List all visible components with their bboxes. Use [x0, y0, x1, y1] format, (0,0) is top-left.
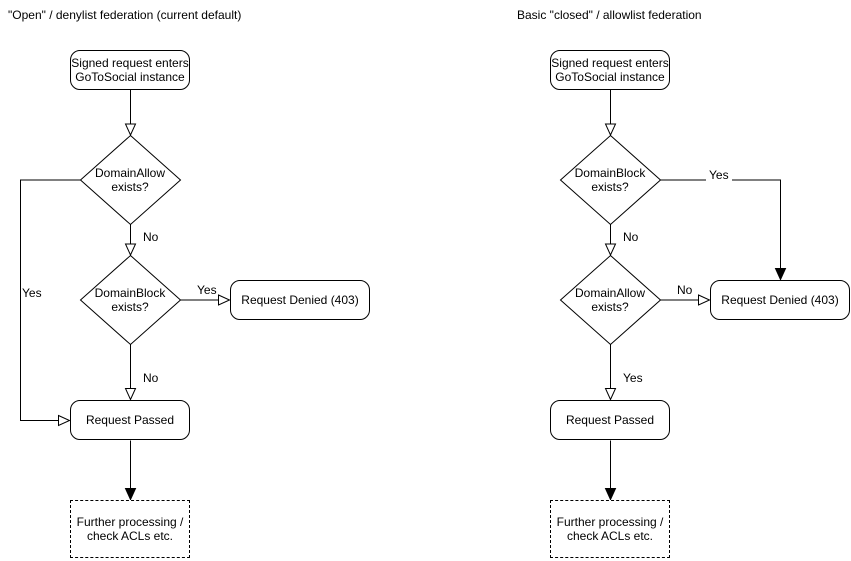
- right-blockcheck-yes-label: Yes: [706, 169, 732, 181]
- right-blockcheck-diamond: [559, 134, 662, 226]
- right-further-line2: check ACLs etc.: [566, 529, 654, 543]
- left-allowcheck-diamond: [79, 134, 182, 226]
- left-blockcheck-diamond: [79, 254, 182, 346]
- right-start-line1: Signed request enters: [551, 56, 669, 70]
- left-further-node: Further processing / check ACLs etc.: [70, 500, 190, 558]
- left-start-line1: Signed request enters: [71, 56, 189, 70]
- right-further-line1: Further processing /: [556, 515, 664, 529]
- left-further-line1: Further processing /: [76, 515, 184, 529]
- right-start-line2: GoToSocial instance: [555, 70, 665, 84]
- left-passed-node: Request Passed: [70, 400, 190, 440]
- right-start-node: Signed request enters GoToSocial instanc…: [550, 50, 670, 90]
- left-passed-label: Request Passed: [85, 413, 175, 427]
- left-blockcheck-no-label: No: [143, 371, 159, 385]
- left-allowcheck-yes-label: Yes: [22, 286, 42, 300]
- left-blockcheck-yes-label: Yes: [197, 283, 217, 297]
- left-start-node: Signed request enters GoToSocial instanc…: [70, 50, 190, 90]
- edge-right-blockcheck-yes-to-denied: [660, 179, 787, 281]
- left-further-line2: check ACLs etc.: [86, 529, 174, 543]
- right-passed-label: Request Passed: [565, 413, 655, 427]
- right-passed-node: Request Passed: [550, 400, 670, 440]
- right-denied-label: Request Denied (403): [721, 293, 839, 307]
- left-denied-label: Request Denied (403): [241, 293, 359, 307]
- left-start-line2: GoToSocial instance: [75, 70, 185, 84]
- left-allowcheck-no-label: No: [143, 230, 159, 244]
- left-diagram-title: "Open" / denylist federation (current de…: [8, 8, 242, 22]
- right-diagram-title: Basic "closed" / allowlist federation: [517, 8, 702, 22]
- edge-left-allowcheck-yes-to-passed: [20, 179, 81, 427]
- right-allowcheck-no-label: No: [677, 283, 693, 297]
- right-allowcheck-diamond: [559, 254, 662, 346]
- left-denied-node: Request Denied (403): [230, 280, 370, 320]
- right-allowcheck-yes-label: Yes: [623, 371, 643, 385]
- right-denied-node: Request Denied (403): [710, 280, 850, 320]
- right-blockcheck-no-label: No: [623, 230, 639, 244]
- right-further-node: Further processing / check ACLs etc.: [550, 500, 670, 558]
